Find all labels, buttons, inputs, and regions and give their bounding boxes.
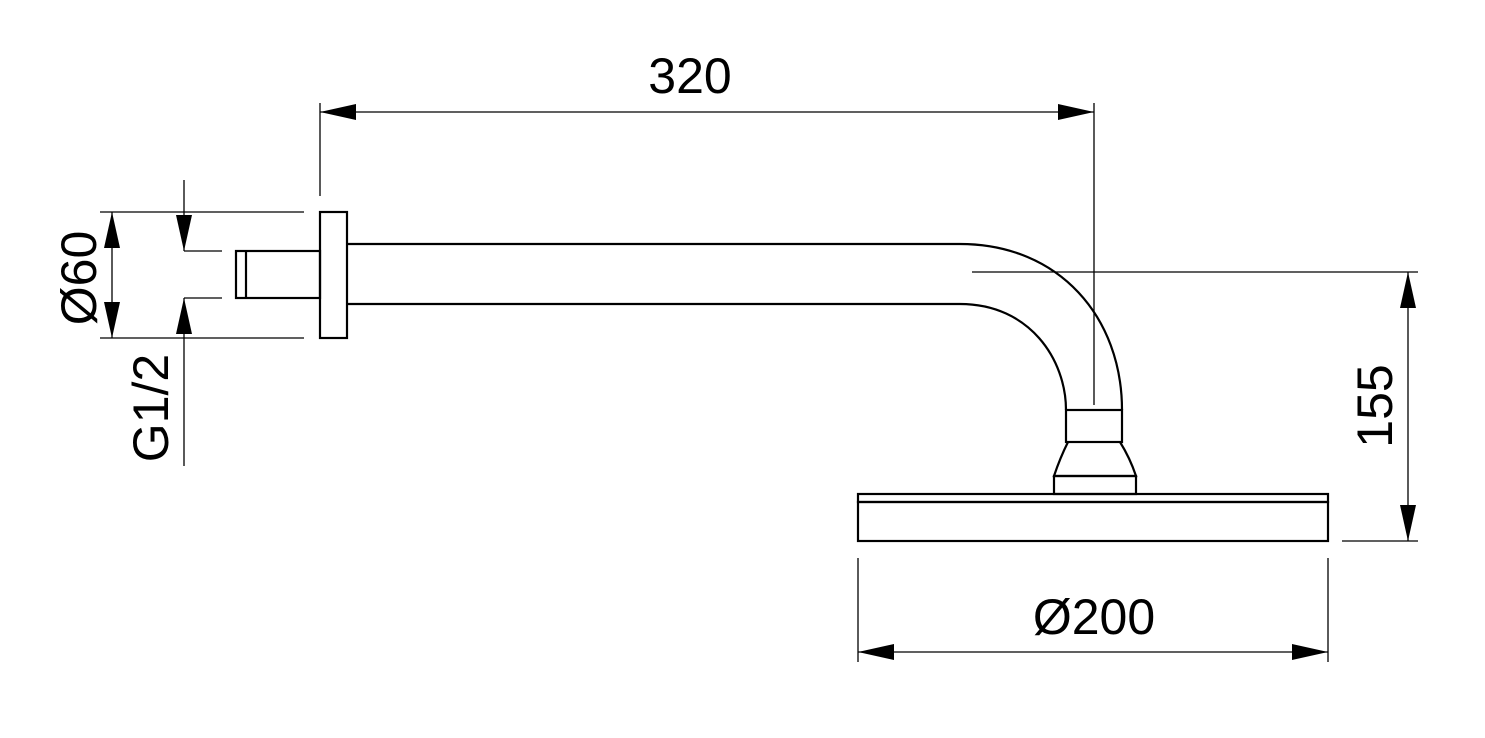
- dimension-thread: G1/2: [123, 180, 222, 466]
- dimension-head-diameter: Ø200: [857, 558, 1329, 662]
- drop-height-label: 155: [1347, 364, 1403, 447]
- dimension-drop-height: 155: [972, 271, 1418, 542]
- shower-head-body: [856, 500, 1330, 543]
- dimension-arm-length: 320: [319, 48, 1095, 405]
- shower-head-top-plate: [856, 492, 1330, 504]
- arrow-right: [1058, 104, 1094, 120]
- connector-collar: [1064, 408, 1124, 444]
- arrow-left: [320, 104, 356, 120]
- dimension-flange-diameter: Ø60: [51, 211, 304, 339]
- arrow-bottom: [104, 302, 120, 338]
- arm-tube-outer: [347, 242, 1124, 411]
- thread-label: G1/2: [123, 354, 179, 462]
- arrow-bottom: [176, 298, 192, 334]
- threaded-nipple: [234, 249, 322, 300]
- arm-length-label: 320: [648, 48, 731, 104]
- wall-flange: [318, 210, 349, 340]
- shower-assembly: [234, 210, 1330, 543]
- head-diameter-label: Ø200: [1033, 589, 1155, 645]
- arrow-bottom: [1400, 505, 1416, 541]
- arrow-top: [104, 212, 120, 248]
- flange-diameter-label: Ø60: [51, 231, 107, 326]
- arm-tube-inner: [347, 302, 1068, 411]
- arrow-left: [858, 644, 894, 660]
- arrow-right: [1292, 644, 1328, 660]
- arrow-top: [1400, 272, 1416, 308]
- head-neck: [1052, 474, 1138, 496]
- ball-joint: [1052, 441, 1138, 478]
- arrow-top: [176, 215, 192, 251]
